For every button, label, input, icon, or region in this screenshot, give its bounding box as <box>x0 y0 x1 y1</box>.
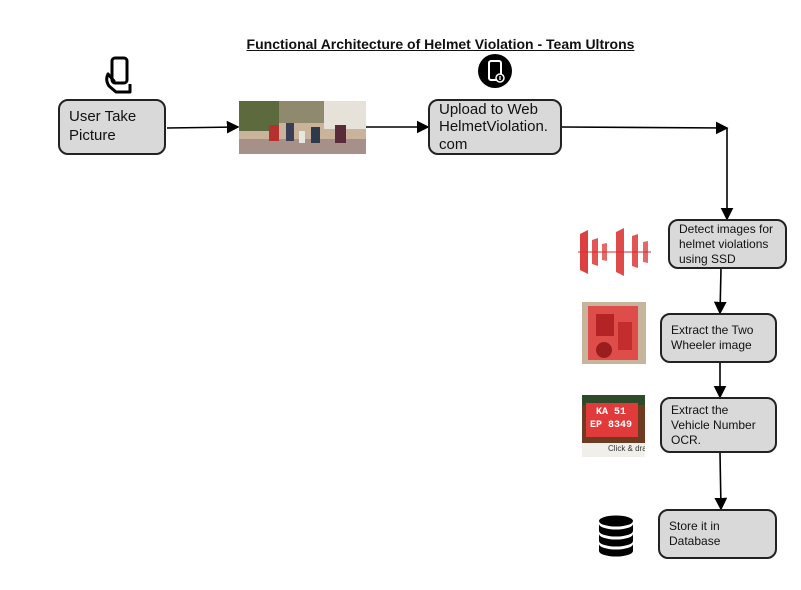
plate-text-line-2: EP 8349 <box>590 420 633 431</box>
node-extract-two-wheeler-label: Extract the Two Wheeler image <box>671 323 754 352</box>
diagram-title: Functional Architecture of Helmet Violat… <box>246 36 635 52</box>
arrow-detect-to-vehicle <box>713 268 727 315</box>
license-plate-thumbnail: KA 51 EP 8349 Click & drag <box>582 395 645 457</box>
database-icon <box>599 515 633 557</box>
hand-phone-icon <box>105 56 132 94</box>
node-extract-two-wheeler[interactable]: Extract the Two Wheeler image <box>660 313 777 363</box>
node-store-database[interactable]: Store it in Database <box>658 509 777 559</box>
node-user-take-picture-label: User Take Picture <box>69 108 137 144</box>
plate-text-line-1: KA 51 <box>596 407 627 418</box>
node-upload-to-web[interactable]: Upload to Web HelmetViolation. com <box>428 99 562 155</box>
two-wheeler-crop-thumbnail <box>582 302 646 364</box>
arrow-user-to-photo <box>166 120 240 134</box>
node-detect-ssd[interactable]: Detect images for helmet violations usin… <box>668 219 787 269</box>
node-detect-ssd-label: Detect images for helmet violations usin… <box>679 221 774 266</box>
arrow-upload-to-bend <box>561 121 729 135</box>
street-photo-thumbnail <box>239 101 366 154</box>
mobile-upload-icon <box>478 54 512 88</box>
node-extract-vehicle-number-label: Extract the Vehicle Number OCR. <box>671 403 756 447</box>
node-extract-vehicle-number[interactable]: Extract the Vehicle Number OCR. <box>660 397 777 453</box>
arrow-number-to-store <box>714 452 728 511</box>
node-store-database-label: Store it in Database <box>669 519 721 548</box>
overlay-caption: Click & drag <box>608 444 645 453</box>
node-user-take-picture[interactable]: User Take Picture <box>58 99 166 155</box>
node-upload-to-web-label: Upload to Web HelmetViolation. com <box>439 101 548 153</box>
ssd-network-thumbnail <box>576 222 653 282</box>
